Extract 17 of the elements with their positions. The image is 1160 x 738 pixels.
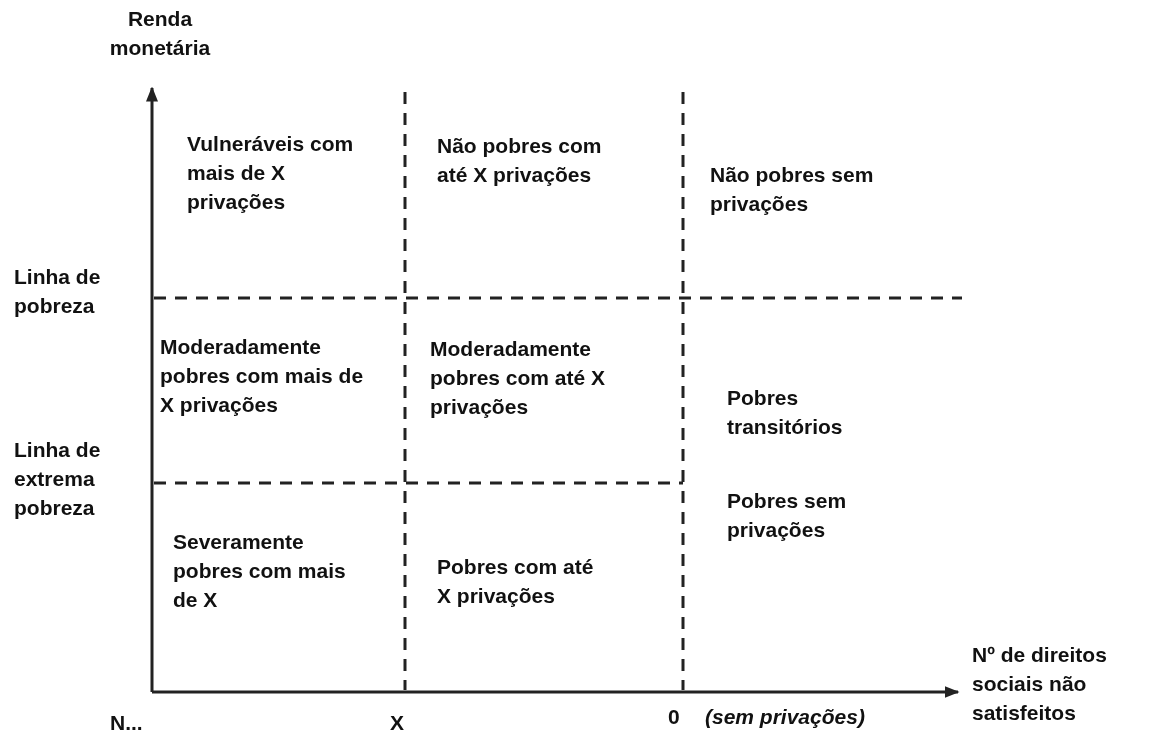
region-label: Pobres sem privações — [727, 488, 848, 543]
region-label: Severamente pobres com mais de X — [173, 529, 347, 613]
region-label: Vulneráveis com mais de X privações — [187, 131, 355, 215]
tick-label: 0 — [668, 704, 680, 730]
tick-label: (sem privações) — [705, 704, 865, 730]
region-label: Moderadamente pobres com até X privações — [430, 336, 607, 420]
line-label: Linha de extrema pobreza — [14, 437, 102, 521]
tick-label: X — [390, 710, 404, 736]
region-label: Moderadamente pobres com mais de X privações — [160, 334, 365, 418]
line-label: Linha de pobreza — [14, 264, 102, 319]
tick-label: N... — [110, 710, 143, 736]
region-label: Não pobres com até X privações — [437, 133, 603, 188]
axis-title: Renda monetária — [108, 6, 212, 61]
region-label: Não pobres sem privações — [710, 162, 875, 217]
region-label: Pobres transitórios — [727, 385, 844, 440]
axis-title: Nº de direitos sociais não satisfeitos — [972, 642, 1108, 726]
region-label: Pobres com até X privações — [437, 554, 595, 609]
